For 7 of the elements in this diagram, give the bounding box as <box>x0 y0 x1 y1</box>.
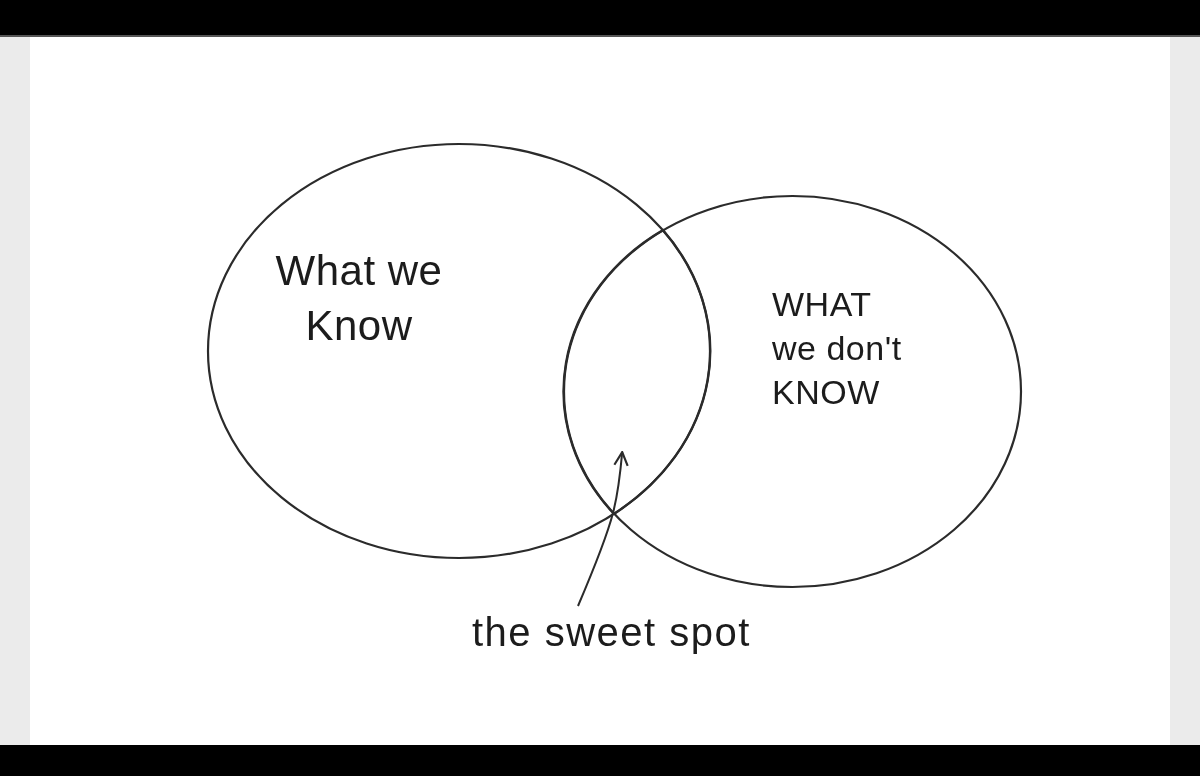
circle-label: What we Know <box>274 246 444 351</box>
annotation-text: the sweet spot <box>472 609 751 656</box>
circle-label: WHAT we don't KNOW <box>772 284 903 414</box>
leader-arrow <box>577 451 629 607</box>
venn-circle <box>563 195 1022 588</box>
venn-circle <box>207 143 711 559</box>
overlap-region <box>563 229 711 515</box>
